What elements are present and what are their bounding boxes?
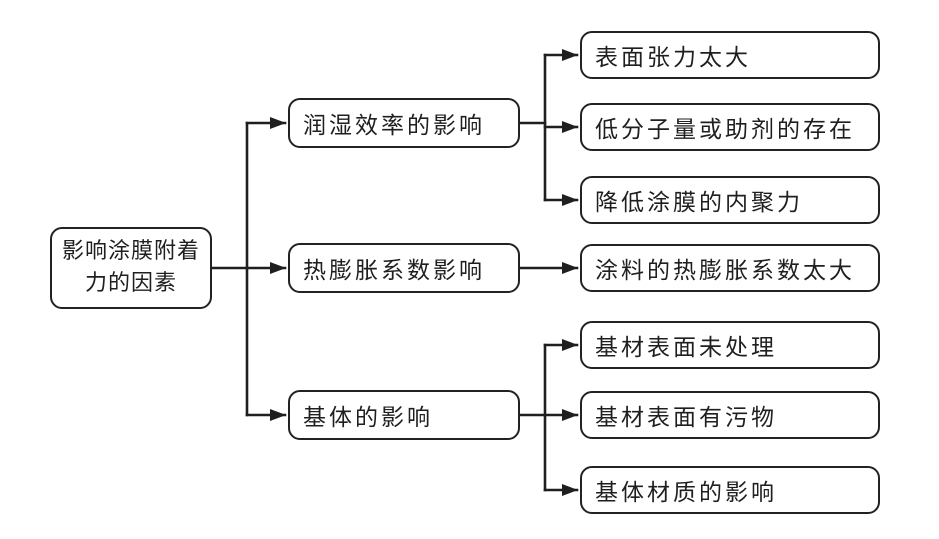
leaf-node: 基材表面有污物 <box>580 391 880 439</box>
branch-label: 基体的影响 <box>303 405 433 431</box>
root-label-line-2: 力的因素 <box>84 271 177 296</box>
leaf-label: 基体材质的影响 <box>595 480 777 506</box>
leaf-node: 表面张力太大 <box>580 31 880 79</box>
branch-node-substrate: 基体的影响 <box>288 390 520 440</box>
root-label-line-1: 影响涂膜附着 <box>61 239 200 265</box>
leaf-node: 降低涂膜的内聚力 <box>580 176 880 224</box>
branch-node-thermal-expansion: 热膨胀系数影响 <box>288 243 520 293</box>
leaf-node: 基体材质的影响 <box>580 466 880 514</box>
leaf-label: 降低涂膜的内聚力 <box>595 190 803 216</box>
branch-label: 热膨胀系数影响 <box>303 258 485 284</box>
leaf-label: 表面张力太大 <box>595 45 751 71</box>
branch-node-wetting-efficiency: 润湿效率的影响 <box>288 98 520 148</box>
leaf-label: 基材表面有污物 <box>595 405 777 431</box>
leaf-node: 基材表面未处理 <box>580 321 880 369</box>
leaf-node: 涂料的热膨胀系数太大 <box>580 244 880 292</box>
root-node: 影响涂膜附着 力的因素 <box>50 227 212 309</box>
leaf-label: 涂料的热膨胀系数太大 <box>595 258 855 284</box>
leaf-label: 低分子量或助剂的存在 <box>595 117 855 143</box>
leaf-node: 低分子量或助剂的存在 <box>580 103 880 151</box>
branch-label: 润湿效率的影响 <box>303 113 485 139</box>
leaf-label: 基材表面未处理 <box>595 335 777 361</box>
